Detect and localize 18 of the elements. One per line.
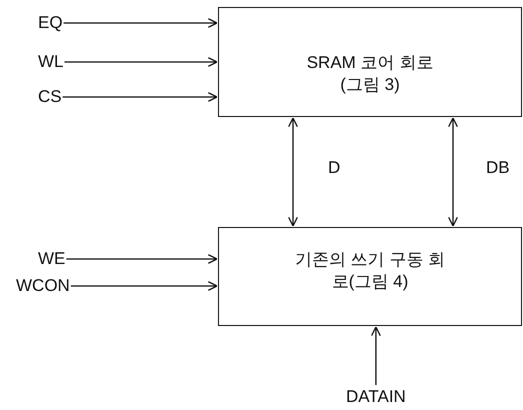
block-label: SRAM 코어 회로 (그림 3) — [306, 52, 434, 96]
arrow — [370, 326, 382, 385]
signal-label: DATAIN — [346, 386, 406, 408]
circuit-block — [218, 227, 522, 326]
arrow — [66, 254, 218, 264]
circuit-block — [218, 7, 522, 117]
signal-label: WL — [38, 51, 64, 73]
arrow — [62, 92, 218, 102]
signal-label: WCON — [16, 275, 70, 297]
arrow — [64, 56, 218, 68]
arrow — [448, 117, 458, 227]
arrow — [64, 18, 218, 28]
signal-label: CS — [38, 86, 62, 108]
signal-label: WE — [38, 248, 66, 270]
arrow — [70, 280, 218, 292]
arrow — [288, 117, 298, 227]
signal-label: EQ — [38, 12, 63, 34]
block-label: 기존의 쓰기 구동 회로(그림 4) — [294, 249, 446, 293]
